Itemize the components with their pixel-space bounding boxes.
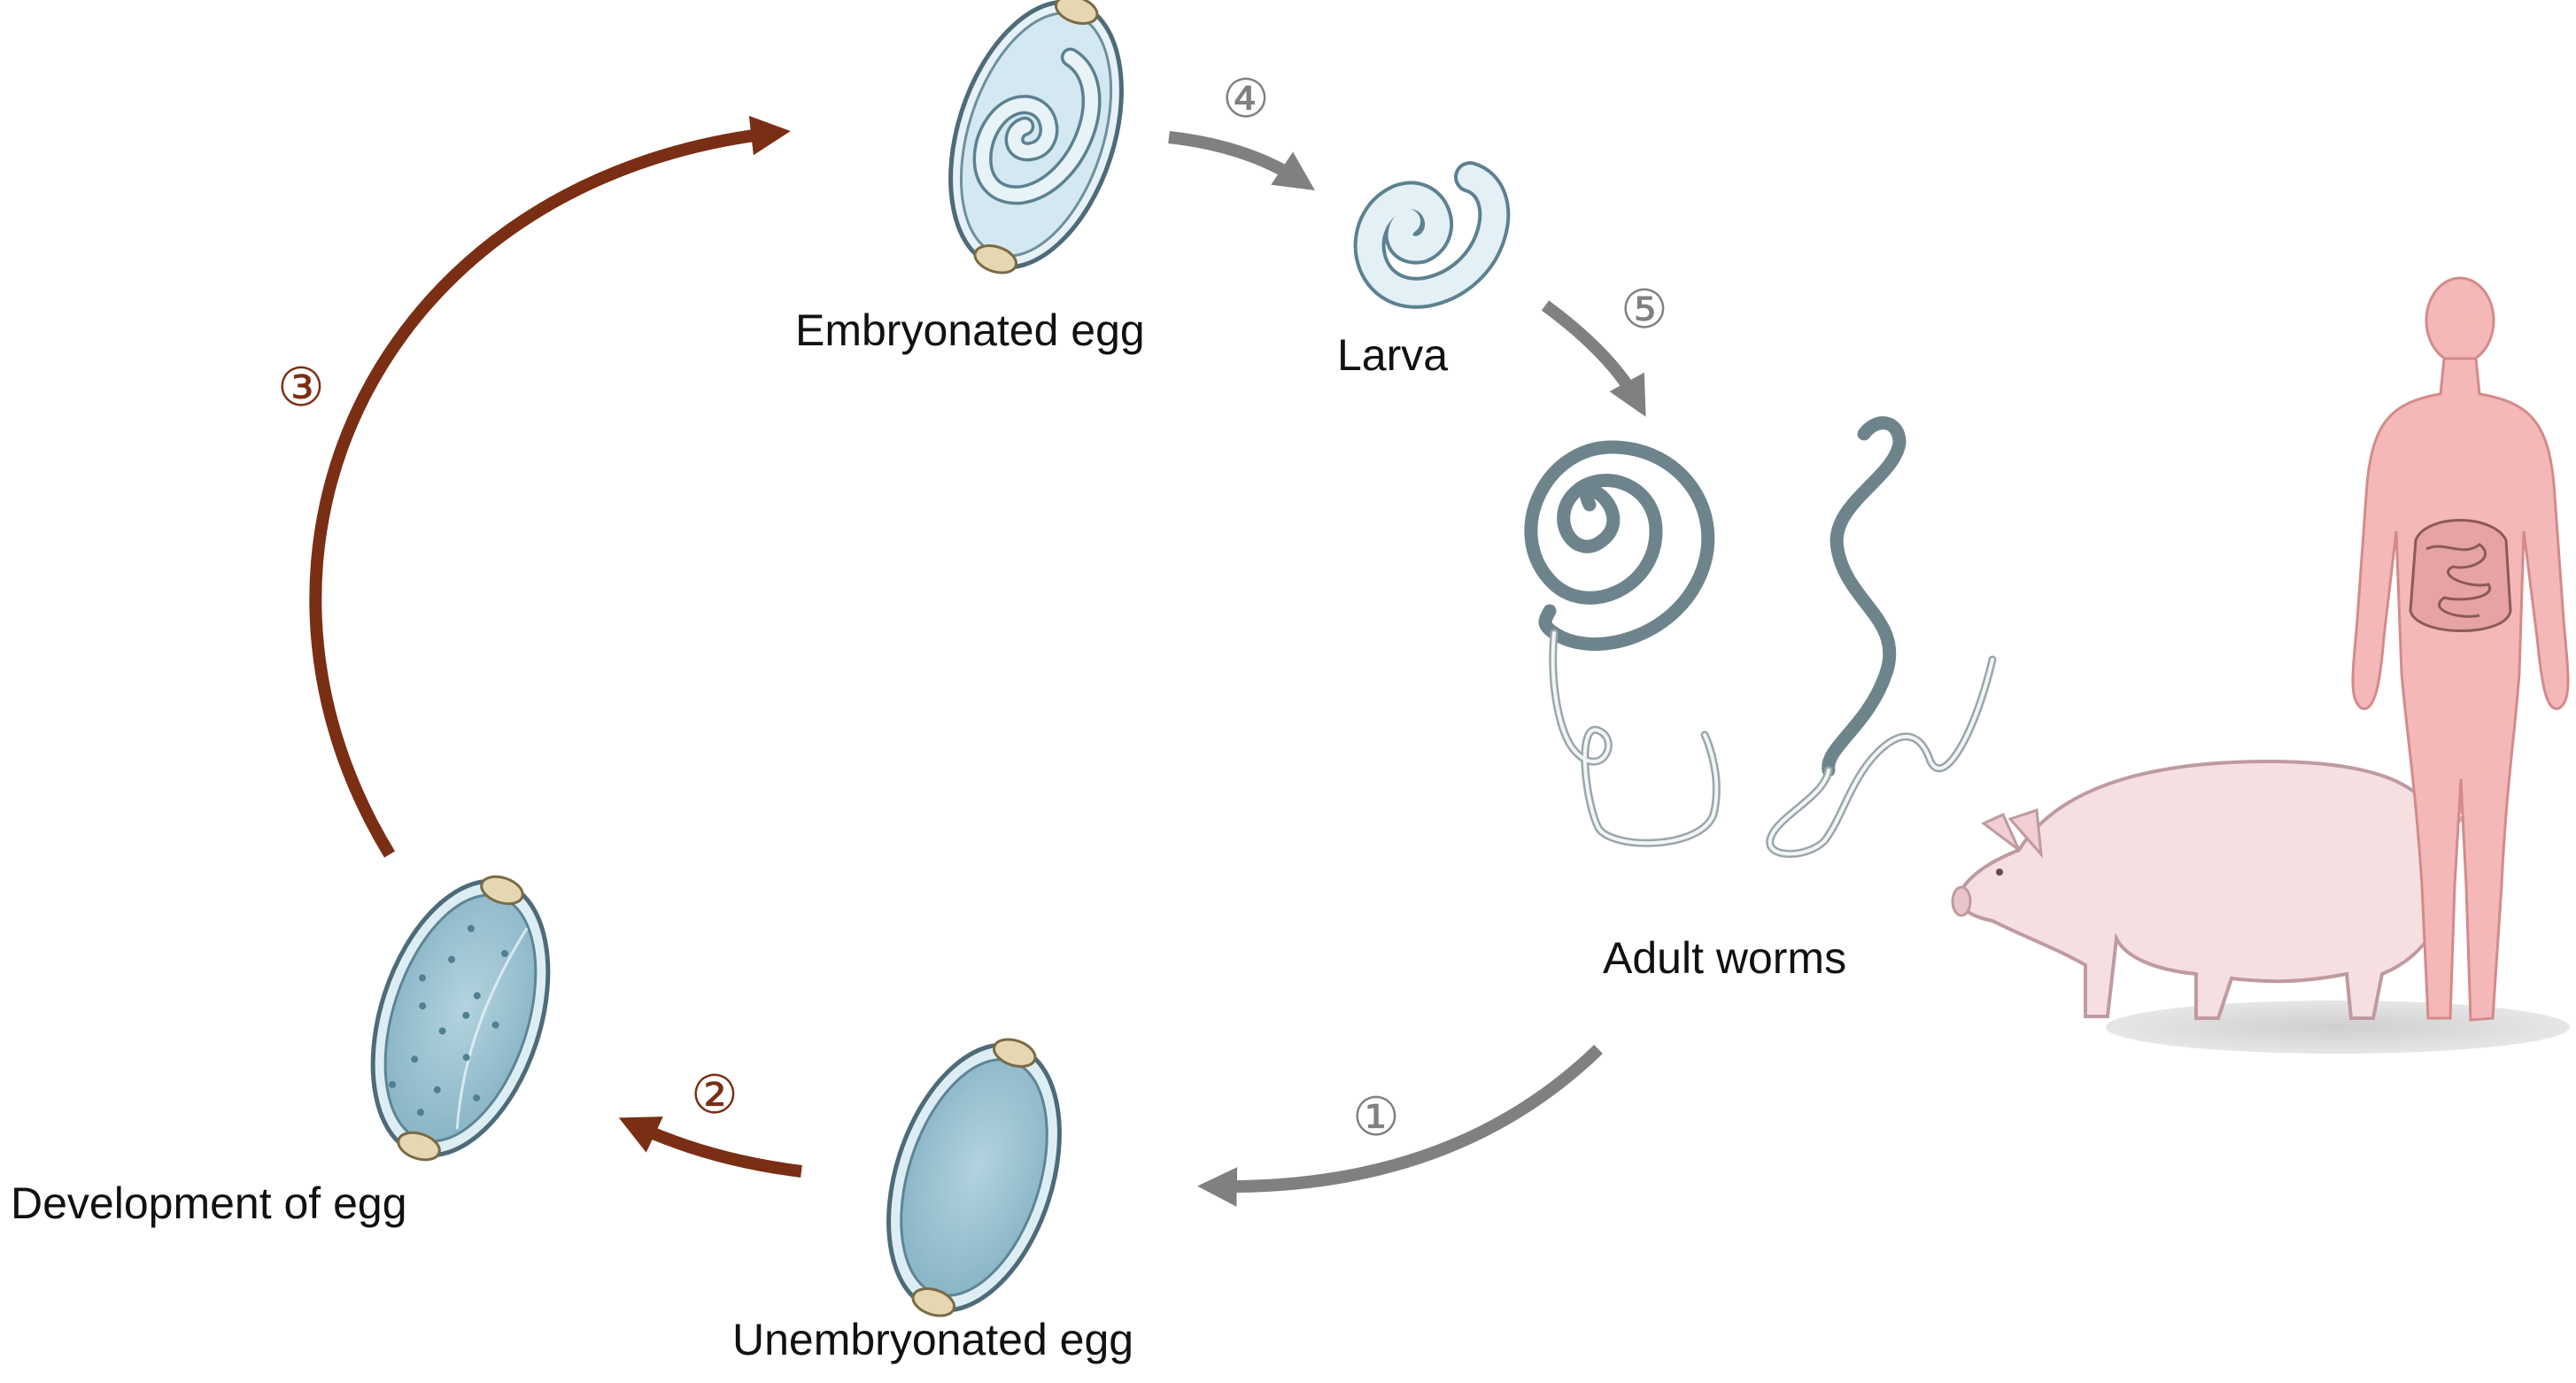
arrow-step-3: [309, 115, 791, 858]
step-1-marker: ①: [1352, 1087, 1400, 1147]
embryonated-egg-label: Embryonated egg: [795, 305, 1145, 355]
step-4-marker: ④: [1222, 69, 1270, 128]
adult-worms-icon: [1524, 416, 1997, 858]
ground-shadow: [2106, 1001, 2570, 1054]
unembryonated-egg-label: Unembryonated egg: [732, 1315, 1134, 1364]
arrow-step-2: [618, 1116, 802, 1178]
pig-icon: [1951, 759, 2466, 1020]
step-5-marker: ⑤: [1621, 280, 1668, 339]
arrow-step-1: [1197, 1044, 1603, 1207]
unembryonated-egg-icon: [886, 1038, 1062, 1317]
step-3-marker: ③: [277, 358, 325, 417]
larva-label: Larva: [1337, 330, 1449, 380]
step-2-marker: ②: [691, 1065, 739, 1124]
arrow-step-5: [1541, 300, 1646, 417]
development-of-egg-label: Development of egg: [11, 1178, 407, 1228]
human-icon: [2351, 276, 2570, 1022]
embryonated-egg-icon: [948, 0, 1124, 274]
larva-icon: [1353, 161, 1511, 309]
adult-worms-label: Adult worms: [1603, 933, 1847, 983]
arrow-step-4: [1168, 131, 1315, 190]
developing-egg-icon: [370, 875, 551, 1162]
